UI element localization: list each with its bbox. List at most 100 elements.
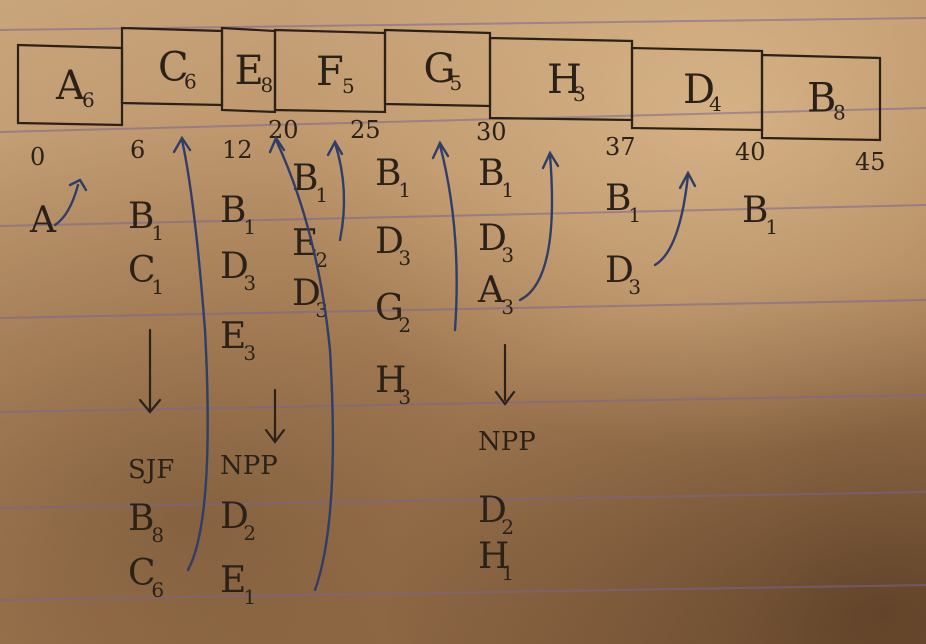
arrow-A3-to-top — [518, 153, 554, 302]
time-marker: 37 — [605, 133, 636, 161]
arrow-head — [494, 390, 516, 406]
queue-col1-entry: B — [128, 196, 154, 237]
queue-col5-entry: D — [478, 218, 507, 259]
arrow-head — [678, 170, 697, 190]
arrow-head — [541, 150, 560, 170]
queue-col2-entry: B — [220, 190, 246, 231]
gantt-cell — [16, 43, 124, 127]
ruled-line — [0, 107, 926, 133]
queue-col7-entry: B — [742, 190, 768, 231]
arrow-head — [138, 398, 162, 414]
ruled-line — [0, 584, 926, 601]
gantt-process-label: F — [316, 49, 344, 95]
gantt-process-label: B — [807, 76, 836, 122]
queue-col5-entry-sub: 3 — [501, 243, 514, 267]
arrow-head — [264, 428, 286, 444]
arrow-E1-to-top — [274, 138, 335, 592]
queue-col1-entry-sub: 1 — [151, 221, 164, 245]
gantt-process-label: D — [683, 67, 715, 113]
gantt-cell — [220, 26, 277, 114]
gantt-burst-subscript: 5 — [450, 71, 463, 95]
time-marker: 6 — [130, 136, 145, 164]
queue-col3-entry-sub: 1 — [315, 183, 328, 207]
queue-col4-entry-sub: 1 — [398, 178, 411, 202]
time-marker: 40 — [735, 138, 766, 166]
queue-col3-entry: E — [292, 223, 318, 264]
queue-col5-entry: NPP — [478, 427, 536, 457]
gantt-process-label: E — [235, 48, 264, 94]
time-marker: 25 — [350, 116, 381, 144]
gantt-process-label: A — [55, 63, 86, 109]
queue-col6-entry: B — [605, 178, 631, 219]
time-marker: 20 — [268, 116, 299, 144]
queue-col1-entry-sub: 8 — [151, 523, 164, 547]
arrow-head — [326, 139, 344, 157]
queue-col2-entry: E — [220, 316, 246, 357]
arrow-A-to-C — [53, 183, 80, 227]
queue-col5-entry-sub: 2 — [501, 515, 514, 539]
queue-col3-entry-sub: 2 — [315, 248, 328, 272]
gantt-burst-subscript: 8 — [833, 101, 846, 125]
arrow-head — [172, 135, 192, 154]
queue-col5-entry: H — [478, 536, 509, 577]
queue-col1-entry: SJF — [128, 455, 174, 485]
arrow-C6-to-top — [180, 138, 209, 572]
queue-col4-entry-sub: 3 — [398, 385, 411, 409]
queue-col5-entry-sub: 3 — [501, 295, 514, 319]
arrow-head — [431, 140, 450, 160]
arrow-D3-to-top — [653, 173, 690, 267]
queue-col2-entry: D — [220, 246, 249, 287]
queue-col4-entry: G — [375, 288, 404, 329]
queue-col1-entry: C — [128, 553, 156, 594]
gantt-burst-subscript: 6 — [184, 70, 197, 94]
gantt-cell — [760, 53, 882, 142]
queue-col1-entry: C — [128, 250, 156, 291]
time-marker: 45 — [855, 148, 886, 176]
ruled-line — [0, 491, 926, 509]
time-marker: 0 — [30, 143, 45, 171]
queue-col5-entry: D — [478, 490, 507, 531]
queue-col6-entry: D — [605, 250, 634, 291]
queue-col2-entry-sub: 1 — [243, 215, 256, 239]
arrow-head — [68, 178, 88, 192]
gantt-burst-subscript: 4 — [709, 92, 722, 116]
queue-col4-entry: H — [375, 360, 406, 401]
gantt-process-label: H — [547, 57, 582, 103]
queue-col2-entry: D — [220, 496, 249, 537]
queue-col2-entry-sub: 2 — [243, 521, 256, 545]
queue-col4-entry: D — [375, 221, 404, 262]
ruled-line — [0, 204, 926, 227]
gantt-burst-subscript: 3 — [573, 82, 586, 106]
arrow-E2-to-top — [333, 141, 346, 242]
queue-col4-entry-sub: 3 — [398, 246, 411, 270]
queue-col5-entry-sub: 1 — [501, 561, 514, 585]
queue-col4-entry-sub: 2 — [398, 313, 411, 337]
gantt-burst-subscript: 6 — [82, 88, 95, 112]
arrow-head — [268, 135, 286, 154]
queue-col1-entry-sub: 6 — [151, 578, 164, 602]
queue-col2-entry: E — [220, 560, 246, 601]
queue-col6-entry-sub: 1 — [628, 203, 641, 227]
gantt-cell — [273, 28, 387, 114]
queue-col7-entry-sub: 1 — [765, 215, 778, 239]
queue-col5-entry: B — [478, 153, 504, 194]
queue-col0-entry: A — [29, 200, 57, 241]
gantt-process-label: C — [158, 45, 189, 91]
ruled-line — [0, 299, 926, 319]
queue-col2-entry: NPP — [220, 451, 278, 481]
ruled-line — [0, 394, 926, 413]
gantt-burst-subscript: 5 — [342, 74, 355, 98]
time-marker: 12 — [222, 136, 253, 164]
queue-col1-entry-sub: 1 — [151, 275, 164, 299]
queue-col4-entry: B — [375, 153, 401, 194]
queue-col2-entry-sub: 1 — [243, 585, 256, 609]
queue-col6-entry-sub: 3 — [628, 275, 641, 299]
gantt-burst-subscript: 8 — [261, 73, 274, 97]
queue-col3-entry: D — [292, 273, 321, 314]
queue-col1-entry: B — [128, 498, 154, 539]
queue-col5-entry: A — [477, 270, 505, 311]
gantt-process-label: G — [424, 46, 456, 92]
queue-col2-entry-sub: 3 — [243, 271, 256, 295]
